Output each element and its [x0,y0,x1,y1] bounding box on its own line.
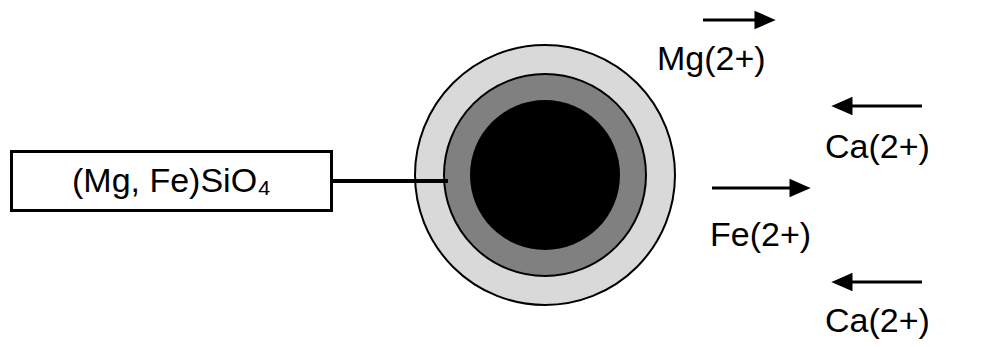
arrow-right [703,19,760,22]
arrow-head [835,275,851,289]
arrow-right [712,187,795,190]
ion-label: Fe(2+) [710,216,811,253]
arrow-head [835,99,851,113]
label-box: (Mg, Fe)SiO₄ [10,150,333,212]
core [470,100,620,250]
ion-label: Ca(2+) [825,302,930,339]
box-text: (Mg, Fe)SiO₄ [72,162,271,199]
ion-label: Ca(2+) [825,128,930,165]
arrow-head [791,181,807,195]
middle-zone [444,74,646,276]
leader-line [333,179,448,183]
arrow-head [756,13,772,27]
ion-label: Mg(2+) [657,40,766,77]
arrow-left [848,281,922,284]
outer-rim [415,45,675,305]
arrow-left [848,105,922,108]
